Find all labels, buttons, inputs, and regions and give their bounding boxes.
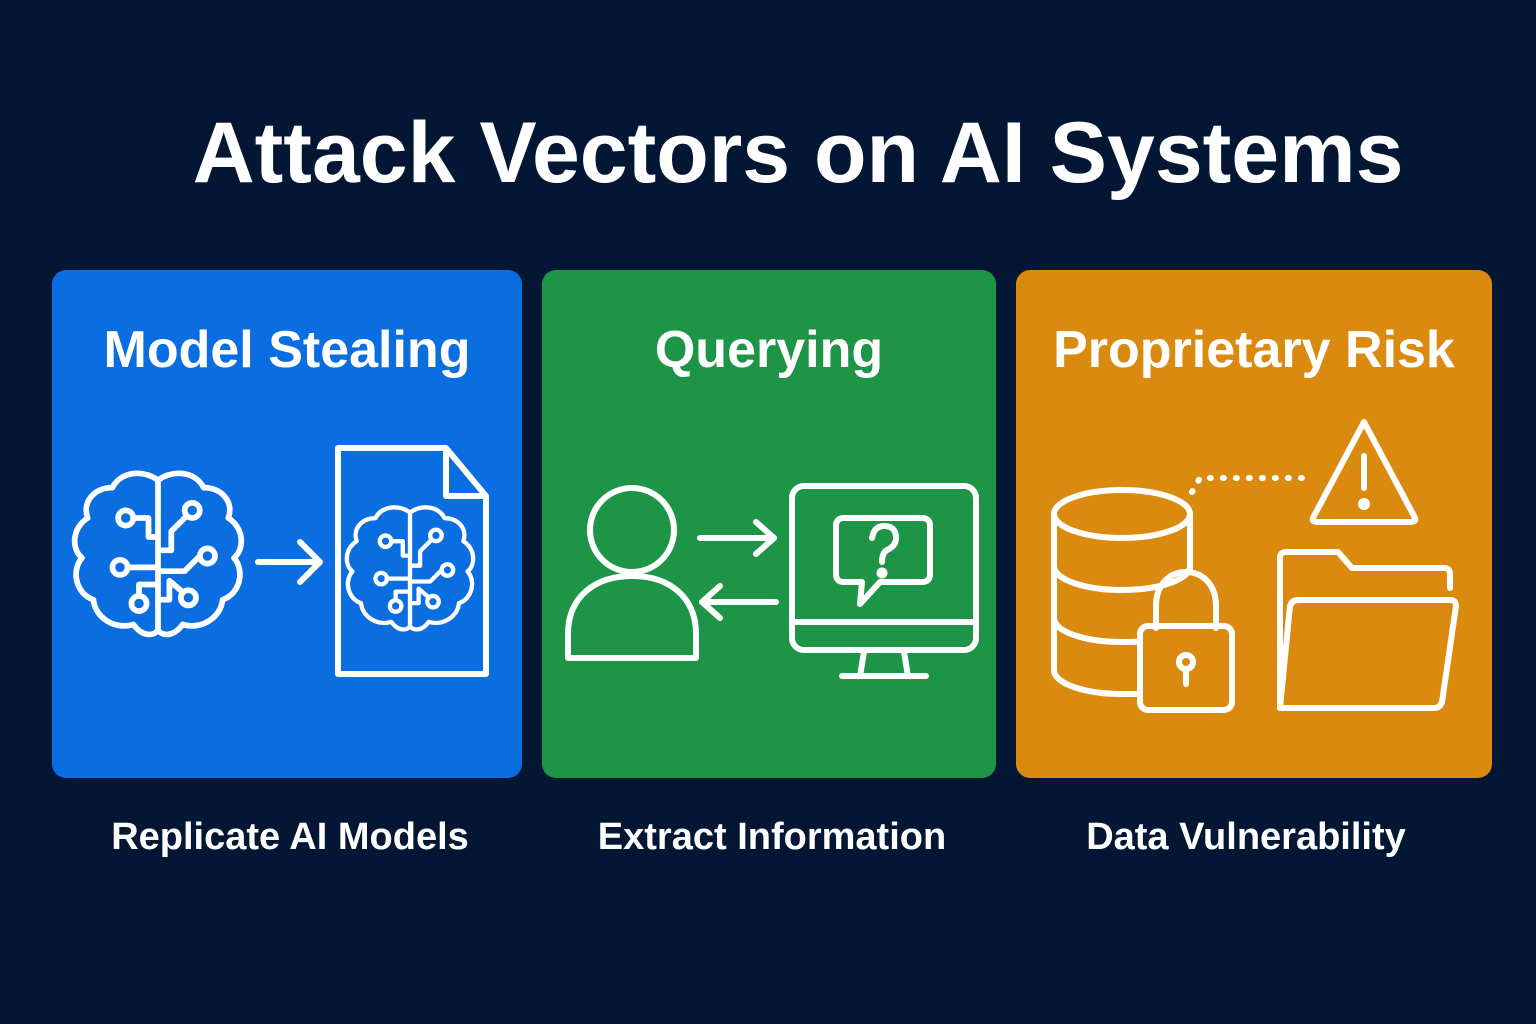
arrow-right-icon <box>697 519 777 557</box>
page-title: Attack Vectors on AI Systems <box>192 105 1404 201</box>
card-title-proprietary-risk: Proprietary Risk <box>1053 321 1455 379</box>
arrow-right-icon <box>255 539 323 585</box>
padlock-icon <box>1137 569 1235 713</box>
warning-triangle-icon <box>1309 419 1419 525</box>
querying-background <box>542 270 996 778</box>
caption-proprietary-risk: Data Vulnerability <box>1086 816 1406 858</box>
proprietary-risk-illustration <box>1016 270 1492 778</box>
question-bubble-icon <box>833 515 933 607</box>
dotted-connector <box>1189 475 1309 495</box>
model-stealing-illustration <box>52 270 522 778</box>
user-icon <box>565 485 699 661</box>
card-querying: Querying <box>542 270 996 778</box>
arrow-left-icon <box>699 583 779 621</box>
database-icon <box>1051 487 1193 697</box>
document-brain-icon <box>335 445 489 677</box>
folder-icon <box>1277 549 1459 711</box>
card-title-model-stealing: Model Stealing <box>103 321 471 379</box>
caption-model-stealing: Replicate AI Models <box>111 816 469 858</box>
monitor-icon <box>789 483 979 679</box>
caption-querying: Extract Information <box>597 816 947 858</box>
card-proprietary-risk: Proprietary Risk <box>1016 270 1492 778</box>
card-model-stealing: Model Stealing <box>52 270 522 778</box>
querying-illustration <box>542 270 996 778</box>
card-title-querying: Querying <box>654 321 884 379</box>
